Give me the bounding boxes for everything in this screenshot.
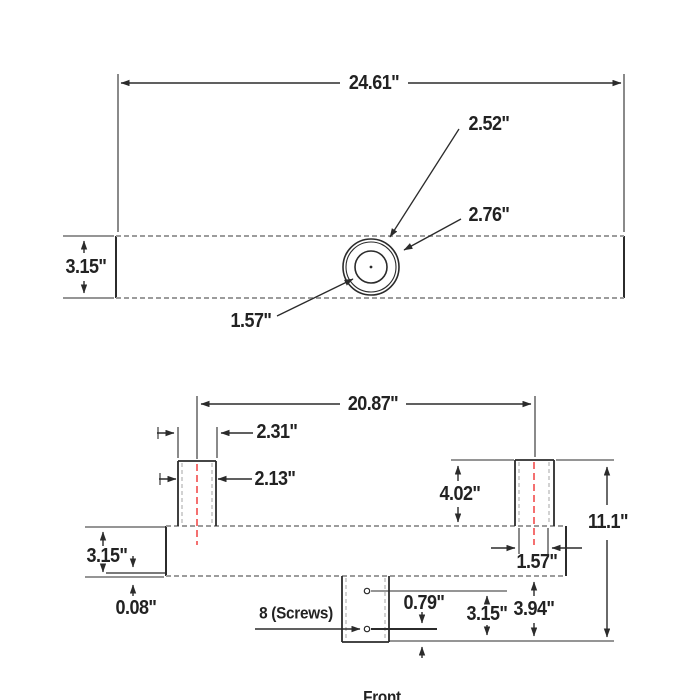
dim-post-inner-label: 2.13": [254, 468, 296, 490]
mounting-hole-circles: [342, 238, 400, 296]
top-view-drawing: [63, 74, 625, 317]
screw-hole-top: [363, 587, 371, 595]
dim-hole-inner-top-label: 1.57": [230, 310, 272, 332]
dim-top-height: [63, 235, 114, 299]
front-view-caption: Front: [363, 687, 401, 700]
dim-front-body-height: [85, 526, 166, 578]
dim-post-height: [451, 459, 514, 523]
dim-top-height-label: 3.15": [65, 256, 107, 278]
leader-lines-top-view: [276, 128, 462, 317]
dim-hole-ring-label: 2.52": [468, 113, 510, 135]
dim-post-inner-width: [159, 473, 252, 485]
leader-1-57: [276, 278, 354, 317]
left-post: [177, 460, 217, 545]
dim-post-height-label: 4.02": [439, 483, 481, 505]
leader-2-76: [403, 218, 462, 251]
dim-hole-outer-label: 2.76": [468, 204, 510, 226]
dim-panel-thickness-label: 0.08": [115, 597, 157, 619]
dim-hole-inner-width: [491, 528, 582, 554]
top-view-body: [115, 235, 625, 299]
hole-center-dot: [369, 265, 373, 269]
dim-overall-height-label: 11.1": [588, 511, 628, 533]
dim-post-outer-label: 2.31": [256, 421, 298, 443]
dim-post-spacing-label: 20.87": [347, 393, 399, 415]
screw-hole-bottom: [363, 625, 371, 633]
dim-hole-inner-front-label: 1.57": [516, 551, 558, 573]
front-view-body: [106, 525, 567, 577]
dim-bracket-height-label: 3.94": [513, 598, 555, 620]
dim-screw-span-label: 3.15": [466, 603, 508, 625]
dim-top-overall-width-label: 24.61": [348, 72, 400, 94]
leader-2-52: [389, 128, 460, 238]
right-post: [514, 459, 555, 545]
dim-screw-to-bottom-label: 0.79": [403, 592, 445, 614]
dim-front-body-height-label: 3.15": [86, 545, 128, 567]
dim-overall-height: [389, 459, 614, 642]
dim-top-overall-width: [117, 74, 625, 232]
dim-post-outer-width: [157, 427, 253, 458]
screws-note-label: 8 (Screws): [259, 603, 333, 623]
dim-post-spacing: [196, 396, 536, 459]
front-view-drawing: [85, 396, 614, 658]
